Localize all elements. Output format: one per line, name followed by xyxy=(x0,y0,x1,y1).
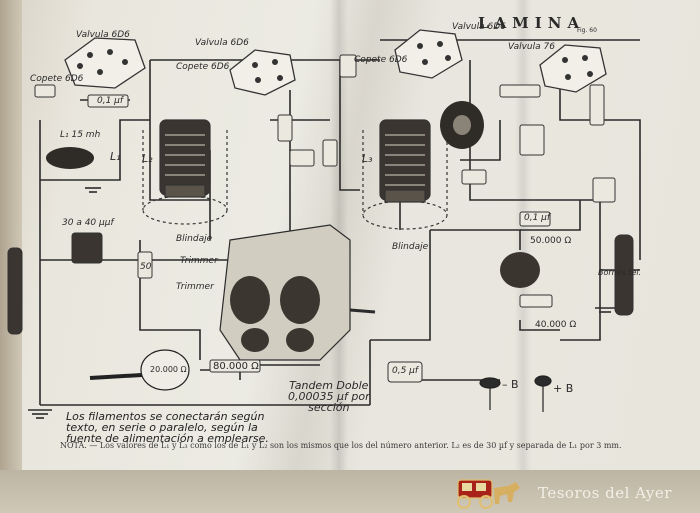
label-plus-b: + B xyxy=(553,382,574,395)
label-res-40000: 40.000 Ω xyxy=(535,320,577,330)
label-cond-01-left: 0,1 µf xyxy=(97,96,124,106)
label-copete-corner: Copete 6D6 xyxy=(30,74,84,84)
label-res-50: 50 xyxy=(140,262,152,272)
label-valvula-6d6-mid: Valvula 6D6 xyxy=(195,38,249,48)
label-pot-20000: 20.000 Ω xyxy=(150,365,187,374)
label-cond-05: 0,5 µf xyxy=(392,366,419,376)
label-minus-b: – B xyxy=(502,378,519,391)
lamina-title: LAMINA xyxy=(478,14,586,32)
label-copete-left: Copete 6D6 xyxy=(176,62,230,72)
tandem-caption: Tandem Doble 0,00035 µf por sección xyxy=(288,379,370,414)
label-res-50000: 50.000 Ω xyxy=(530,236,572,246)
label-bornes-tel: Bornes tel. xyxy=(598,268,642,277)
label-res-80000: 80.000 Ω xyxy=(213,361,259,372)
label-l2: L₂ xyxy=(142,152,153,165)
label-valvula-6d6-left: Valvula 6D6 xyxy=(76,30,130,40)
label-blindaje-right: Blindaje xyxy=(392,242,429,252)
page-fold-right xyxy=(515,0,531,470)
label-l1: L₁ xyxy=(110,150,121,163)
label-trimmer-bottom: Trimmer xyxy=(176,282,214,292)
label-valvula-6d6-right: Valvula 6D6 xyxy=(452,22,506,32)
figure-number: Fig. 60 xyxy=(577,27,597,34)
printed-note: NOTA. — Los valores de L₁ y L₃ como los … xyxy=(60,441,622,450)
watermark-brand: Tesoros del Ayer xyxy=(538,484,672,502)
label-trimmer-top: Trimmer xyxy=(180,256,218,266)
label-cond-01-right: 0,1 µf xyxy=(524,213,551,223)
page-lower-edge xyxy=(0,470,700,513)
handwritten-note: Los filamentos se conectarán según texto… xyxy=(66,410,269,445)
carriage-logo-icon xyxy=(457,479,520,509)
label-cond-30-40: 30 a 40 µµf xyxy=(62,218,114,228)
label-valvula-76: Valvula 76 xyxy=(508,42,555,52)
label-copete-mid: Copete 6D6 xyxy=(354,55,408,65)
label-blindaje-left: Blindaje xyxy=(176,234,213,244)
label-l1-value: L₁ 15 mh xyxy=(60,130,101,140)
label-l3: L₃ xyxy=(362,152,373,165)
